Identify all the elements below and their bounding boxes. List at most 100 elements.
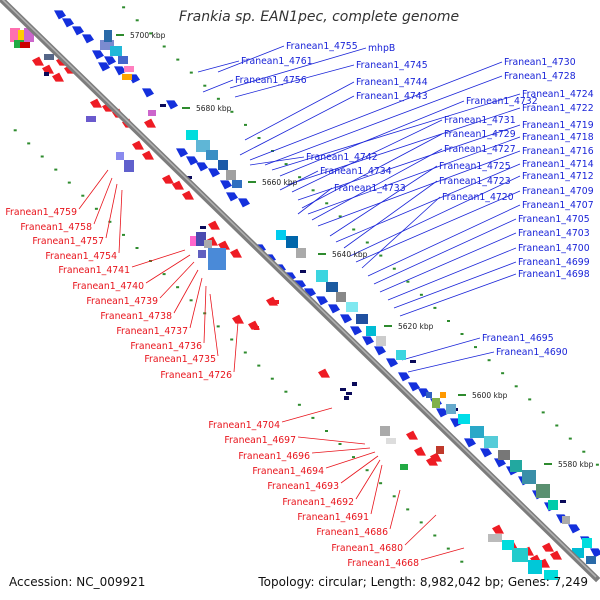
forward-gene-box: [218, 160, 228, 170]
reverse-callout-line: [209, 293, 219, 357]
tick-mark: [40, 155, 44, 158]
forward-callout-line: [373, 218, 517, 285]
forward-gene-label: Franean1_4761: [241, 56, 313, 67]
reverse-gene-box: [24, 28, 34, 42]
reverse-callout-line: [189, 277, 203, 329]
tick-mark: [365, 241, 369, 244]
tick-mark: [27, 142, 31, 145]
tick-mark: [446, 547, 450, 550]
forward-gene-box: [410, 360, 416, 363]
forward-gene-label: Franean1_4690: [496, 347, 568, 358]
reverse-gene-arrow: [208, 220, 220, 230]
reverse-gene-box: [124, 160, 134, 172]
forward-gene-box: [346, 302, 358, 312]
forward-gene-box: [522, 470, 536, 484]
reverse-gene-label: Franean1_4758: [20, 222, 92, 233]
forward-gene-box: [296, 248, 306, 258]
forward-gene-box: [100, 40, 114, 50]
reverse-gene-box: [18, 30, 26, 40]
forward-gene-arrow: [386, 358, 398, 368]
reverse-callout-line: [404, 514, 437, 546]
reverse-gene-arrow: [218, 240, 230, 250]
forward-gene-arrow: [238, 198, 250, 208]
forward-callout-line: [361, 196, 441, 269]
reverse-gene-box: [86, 116, 96, 122]
reverse-gene-arrow: [142, 150, 154, 160]
forward-callout-line: [234, 64, 355, 98]
forward-gene-arrow: [350, 326, 362, 336]
forward-callout-line: [343, 180, 438, 249]
reverse-gene-label: Franean1_4696: [238, 451, 310, 462]
reverse-gene-label: Franean1_4668: [347, 558, 419, 569]
reverse-gene-box: [380, 426, 390, 436]
reverse-gene-label: Franean1_4739: [86, 296, 158, 307]
forward-gene-label: Franean1_4756: [235, 75, 307, 86]
forward-callout-line: [286, 107, 521, 186]
forward-gene-arrow: [54, 10, 66, 20]
forward-callout-line: [291, 119, 443, 193]
reverse-callout-line: [389, 489, 401, 530]
forward-gene-box: [446, 404, 456, 414]
reverse-gene-label: Franean1_4754: [45, 251, 117, 262]
tick-mark: [541, 411, 545, 414]
tick-mark: [311, 416, 315, 419]
forward-gene-box: [186, 130, 198, 140]
tick-mark: [419, 521, 423, 524]
reverse-gene-arrow: [426, 456, 438, 466]
tick-mark: [325, 202, 329, 205]
forward-gene-arrow: [98, 62, 110, 72]
kbp-label: 5580 kbp: [558, 460, 594, 469]
forward-gene-box: [458, 414, 470, 424]
forward-callout-line: [249, 156, 305, 166]
reverse-gene-label: Franean1_4686: [316, 527, 388, 538]
reverse-gene-box: [20, 42, 30, 48]
reverse-gene-box: [14, 40, 24, 48]
forward-callout-line: [349, 175, 521, 257]
forward-callout-line: [399, 273, 517, 317]
accession-text: Accession: NC_009921: [9, 575, 146, 589]
reverse-callout-line: [93, 177, 113, 225]
forward-gene-box: [110, 46, 122, 56]
forward-gene-label: Franean1_4720: [442, 192, 514, 203]
tick-mark: [244, 123, 247, 126]
tick-mark: [365, 469, 369, 472]
forward-gene-arrow: [294, 280, 306, 290]
reverse-gene-label: Franean1_4736: [130, 341, 202, 352]
forward-gene-box: [426, 392, 432, 398]
forward-callout-line: [307, 136, 521, 215]
reverse-gene-box: [572, 548, 584, 558]
forward-gene-arrow: [196, 162, 208, 172]
tick-mark: [108, 220, 112, 223]
forward-callout-line: [217, 45, 285, 73]
forward-gene-label: Franean1_4743: [356, 91, 428, 102]
reverse-callout-line: [420, 547, 465, 561]
forward-gene-box: [336, 292, 346, 302]
reverse-callout-line: [311, 447, 371, 454]
forward-callout-line: [249, 61, 503, 161]
kbp-label: 5640 kbp: [332, 250, 368, 259]
tick-mark: [392, 495, 396, 498]
forward-callout-line: [197, 60, 240, 73]
reverse-gene-box: [436, 446, 444, 454]
reverse-gene-box: [204, 240, 212, 248]
tick-mark: [595, 463, 599, 466]
forward-gene-label: Franean1_4709: [522, 186, 594, 197]
forward-gene-box: [286, 236, 298, 248]
reverse-gene-arrow: [230, 248, 242, 258]
forward-gene-box: [560, 500, 566, 503]
forward-gene-label: Franean1_4722: [522, 103, 594, 114]
reverse-gene-arrow: [182, 190, 194, 200]
forward-gene-label: Franean1_4716: [522, 146, 594, 157]
tick-mark: [176, 286, 180, 289]
forward-gene-arrow: [208, 168, 220, 178]
forward-gene-label: Franean1_4755: [286, 41, 358, 52]
tick-mark: [460, 560, 464, 563]
forward-gene-label: Franean1_4712: [522, 171, 594, 182]
forward-gene-box: [206, 150, 218, 160]
forward-gene-label: Franean1_4707: [522, 200, 594, 211]
tick-mark: [162, 45, 166, 48]
reverse-gene-label: Franean1_4735: [144, 354, 216, 365]
reverse-gene-box: [44, 54, 54, 60]
genome-stats: Topology: circular; Length: 8,982,042 bp…: [258, 575, 588, 589]
